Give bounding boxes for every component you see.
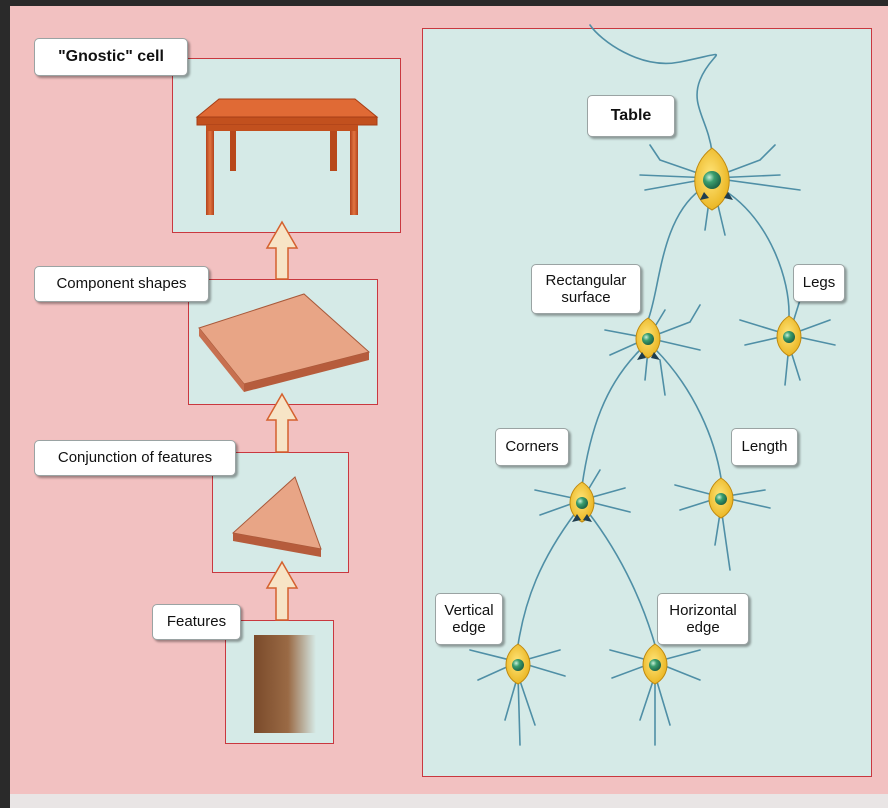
corners-label: Corners: [495, 428, 569, 466]
table-label: Table: [587, 95, 675, 137]
legs-label: Legs: [793, 264, 845, 302]
length-label: Length: [731, 428, 798, 466]
